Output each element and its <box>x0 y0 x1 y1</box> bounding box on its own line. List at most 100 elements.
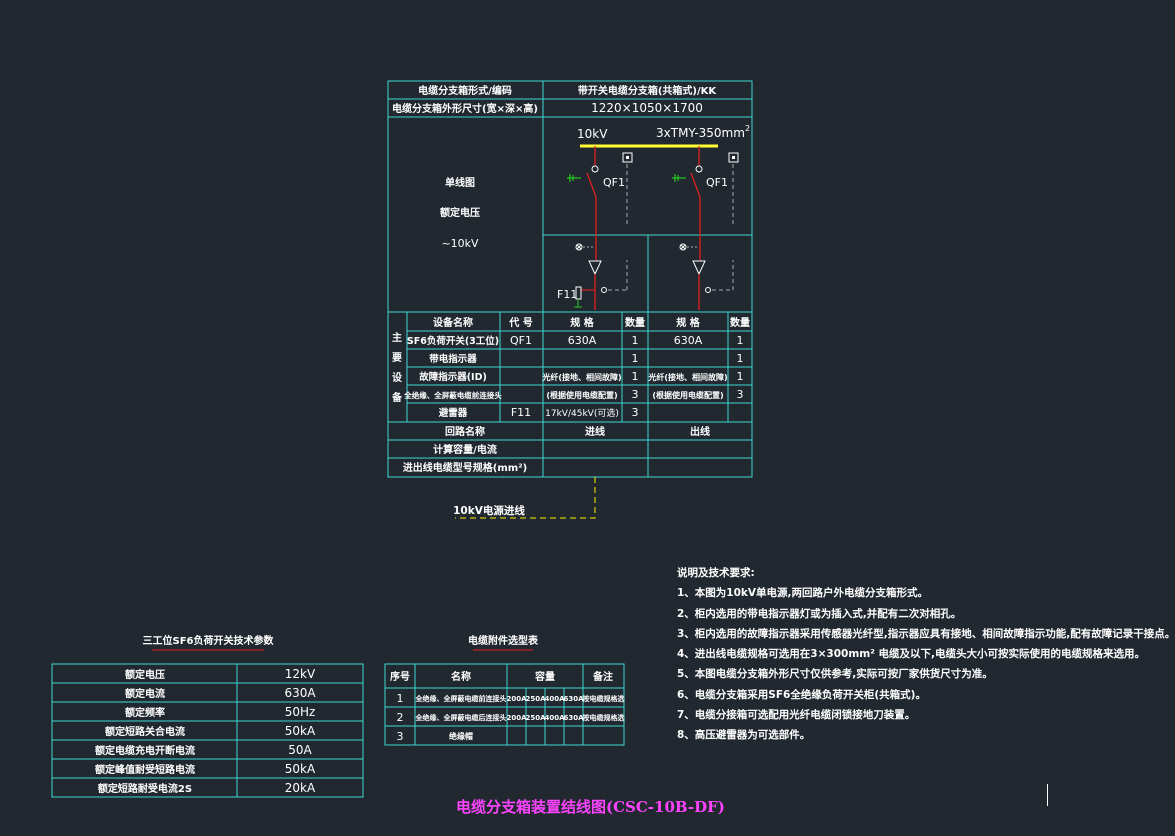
acc-row3-no: 3 <box>397 730 404 743</box>
fault-indicator-right-icon <box>705 287 711 293</box>
row5-name: 避雷器 <box>439 407 468 419</box>
equipment-side-1: 主 <box>392 331 402 344</box>
main-table-grid <box>387 80 753 478</box>
diagram-busbar-sup: 2 <box>745 124 750 133</box>
earth-switch-left-icon <box>567 174 581 182</box>
acc-row1-name: 全绝缘、全屏蔽电缆前连接头 <box>415 694 507 703</box>
acc-row2-no: 2 <box>397 711 404 724</box>
param-value-2: 630A <box>284 686 316 700</box>
row2-qty2: 1 <box>737 352 744 365</box>
circuit-label: 回路名称 <box>445 425 485 438</box>
acc-row3-name: 绝缘帽 <box>449 731 473 741</box>
note-item: 7、电缆分接箱可选配用光纤电缆闭锁接地刀装置。 <box>677 709 916 722</box>
technical-notes: 说明及技术要求: 1、本图为10kV单电源,两回路户外电缆分支箱形式。 2、柜内… <box>677 563 1175 746</box>
feeder-right: QF1 <box>672 146 739 310</box>
acc-row2-name: 全绝缘、全屏蔽电缆后连接头 <box>415 713 507 722</box>
earth-switch-right-icon <box>672 174 686 182</box>
size-label: 电缆分支箱外形尺寸(宽×深×高) <box>392 102 538 115</box>
size-value: 1220×1050×1700 <box>591 101 703 115</box>
header-qty-2: 数量 <box>730 316 750 329</box>
acc-row1-c1: 200A <box>506 695 527 703</box>
row4-name: 全绝缘、全屏蔽电缆前连接头 <box>403 390 502 400</box>
circuit-in: 进线 <box>585 425 605 438</box>
fault-indicator-left-icon <box>601 287 607 293</box>
param-value-1: 12kV <box>285 667 316 681</box>
incoming-label: 10kV电源进线 <box>453 504 525 517</box>
row3-name: 故障指示器(ID) <box>419 371 487 383</box>
single-line-label: 单线图 <box>445 176 475 189</box>
header-code: 代 号 <box>508 316 532 329</box>
row3-qty1: 1 <box>632 370 639 383</box>
text-cursor <box>1047 784 1048 806</box>
row2-qty1: 1 <box>632 352 639 365</box>
notes-title: 说明及技术要求: <box>677 567 755 579</box>
note-item: 1、本图为10kV单电源,两回路户外电缆分支箱形式。 <box>677 587 929 600</box>
row1-qty2: 1 <box>737 334 744 347</box>
acc-row2-note: 按电缆规格选 <box>583 713 625 722</box>
row3-spec2: 光纤(接地、相间故障) <box>647 372 727 382</box>
equipment-side-4: 备 <box>391 391 403 404</box>
qf1-left-label: QF1 <box>603 176 625 189</box>
row1-code: QF1 <box>510 334 532 347</box>
row3-qty2: 1 <box>737 370 744 383</box>
diagram-voltage: 10kV <box>577 127 608 141</box>
rated-voltage-value: ~10kV <box>441 237 479 250</box>
note-item: 2、柜内选用的带电指示器灯或为插入式,并配有二次对相孔。 <box>677 607 962 620</box>
indicator-box-left-icon <box>622 152 633 163</box>
acc-row1-note: 按电缆规格选 <box>583 694 625 703</box>
acc-row2-c2: 250A <box>525 714 546 722</box>
acc-title: 电缆附件选型表 <box>468 634 539 647</box>
acc-row2-c3: 400A <box>544 714 565 722</box>
incoming-feeder-line <box>455 477 596 519</box>
header-name: 设备名称 <box>433 316 473 329</box>
cable-label: 进出线电缆型号规格(mm²) <box>403 461 527 474</box>
equipment-rows: SF6负荷开关(3工位) QF1 630A 1 630A 1 带电指示器 1 1… <box>403 334 743 419</box>
type-value: 带开关电缆分支箱(共箱式)/KK <box>578 84 718 97</box>
row4-qty2: 3 <box>737 388 744 401</box>
acc-row1-no: 1 <box>397 692 404 705</box>
param-label-5: 额定电缆充电开断电流 <box>95 744 195 757</box>
header-qty-1: 数量 <box>625 316 645 329</box>
load-switch-blade <box>586 172 597 198</box>
switch-contact-icon <box>591 165 599 173</box>
row5-code: F11 <box>511 406 531 419</box>
header-spec-1: 规 格 <box>570 316 594 329</box>
rated-voltage-label: 额定电压 <box>440 206 480 219</box>
load-switch-blade <box>690 172 701 198</box>
param-label-2: 额定电流 <box>125 687 165 700</box>
acc-row2-c4: 630A <box>563 714 584 722</box>
param-value-6: 50kA <box>285 762 316 776</box>
calc-label: 计算容量/电流 <box>433 443 497 456</box>
live-indicator-right-icon <box>679 243 698 251</box>
equipment-side-3: 设 <box>392 371 402 384</box>
row4-qty1: 3 <box>632 388 639 401</box>
f11-label: F11 <box>557 288 577 301</box>
param-label-4: 额定短路关合电流 <box>105 725 185 738</box>
acc-header-name: 名称 <box>451 670 471 683</box>
indicator-box-right-icon <box>728 152 739 163</box>
params-grid <box>51 663 364 798</box>
param-value-5: 50A <box>288 743 312 757</box>
header-spec-2: 规 格 <box>676 316 700 329</box>
acc-row1-c4: 630A <box>563 695 584 703</box>
param-value-4: 50kA <box>285 724 316 738</box>
row1-spec1: 630A <box>568 334 597 347</box>
acc-header-no: 序号 <box>390 670 410 683</box>
param-value-3: 50Hz <box>285 705 316 719</box>
svg-text:3xTMY-350mm2: 3xTMY-350mm2 <box>656 124 750 140</box>
circuit-out: 出线 <box>690 425 710 438</box>
acc-grid <box>384 663 625 746</box>
row4-spec1: (根据使用电缆配置) <box>546 390 617 400</box>
acc-header-capacity: 容量 <box>534 670 555 683</box>
acc-row1-c3: 400A <box>544 695 565 703</box>
acc-row2-c1: 200A <box>506 714 527 722</box>
cable-head-left-icon <box>588 260 602 276</box>
row5-spec1: 17kV/45kV(可选) <box>545 407 619 419</box>
note-item: 6、电缆分支箱采用SF6全绝缘负荷开关柜(共箱式)。 <box>677 688 926 701</box>
note-item: 4、进出线电缆规格可选用在3×300mm² 电缆及以下,电缆头大小可按实际使用的… <box>677 648 1145 661</box>
row4-spec2: (根据使用电缆配置) <box>652 390 723 400</box>
switch-contact-icon <box>695 165 703 173</box>
acc-row1-c2: 250A <box>525 695 546 703</box>
params-title: 三工位SF6负荷开关技术参数 <box>143 634 275 647</box>
row2-name: 带电指示器 <box>429 353 477 365</box>
